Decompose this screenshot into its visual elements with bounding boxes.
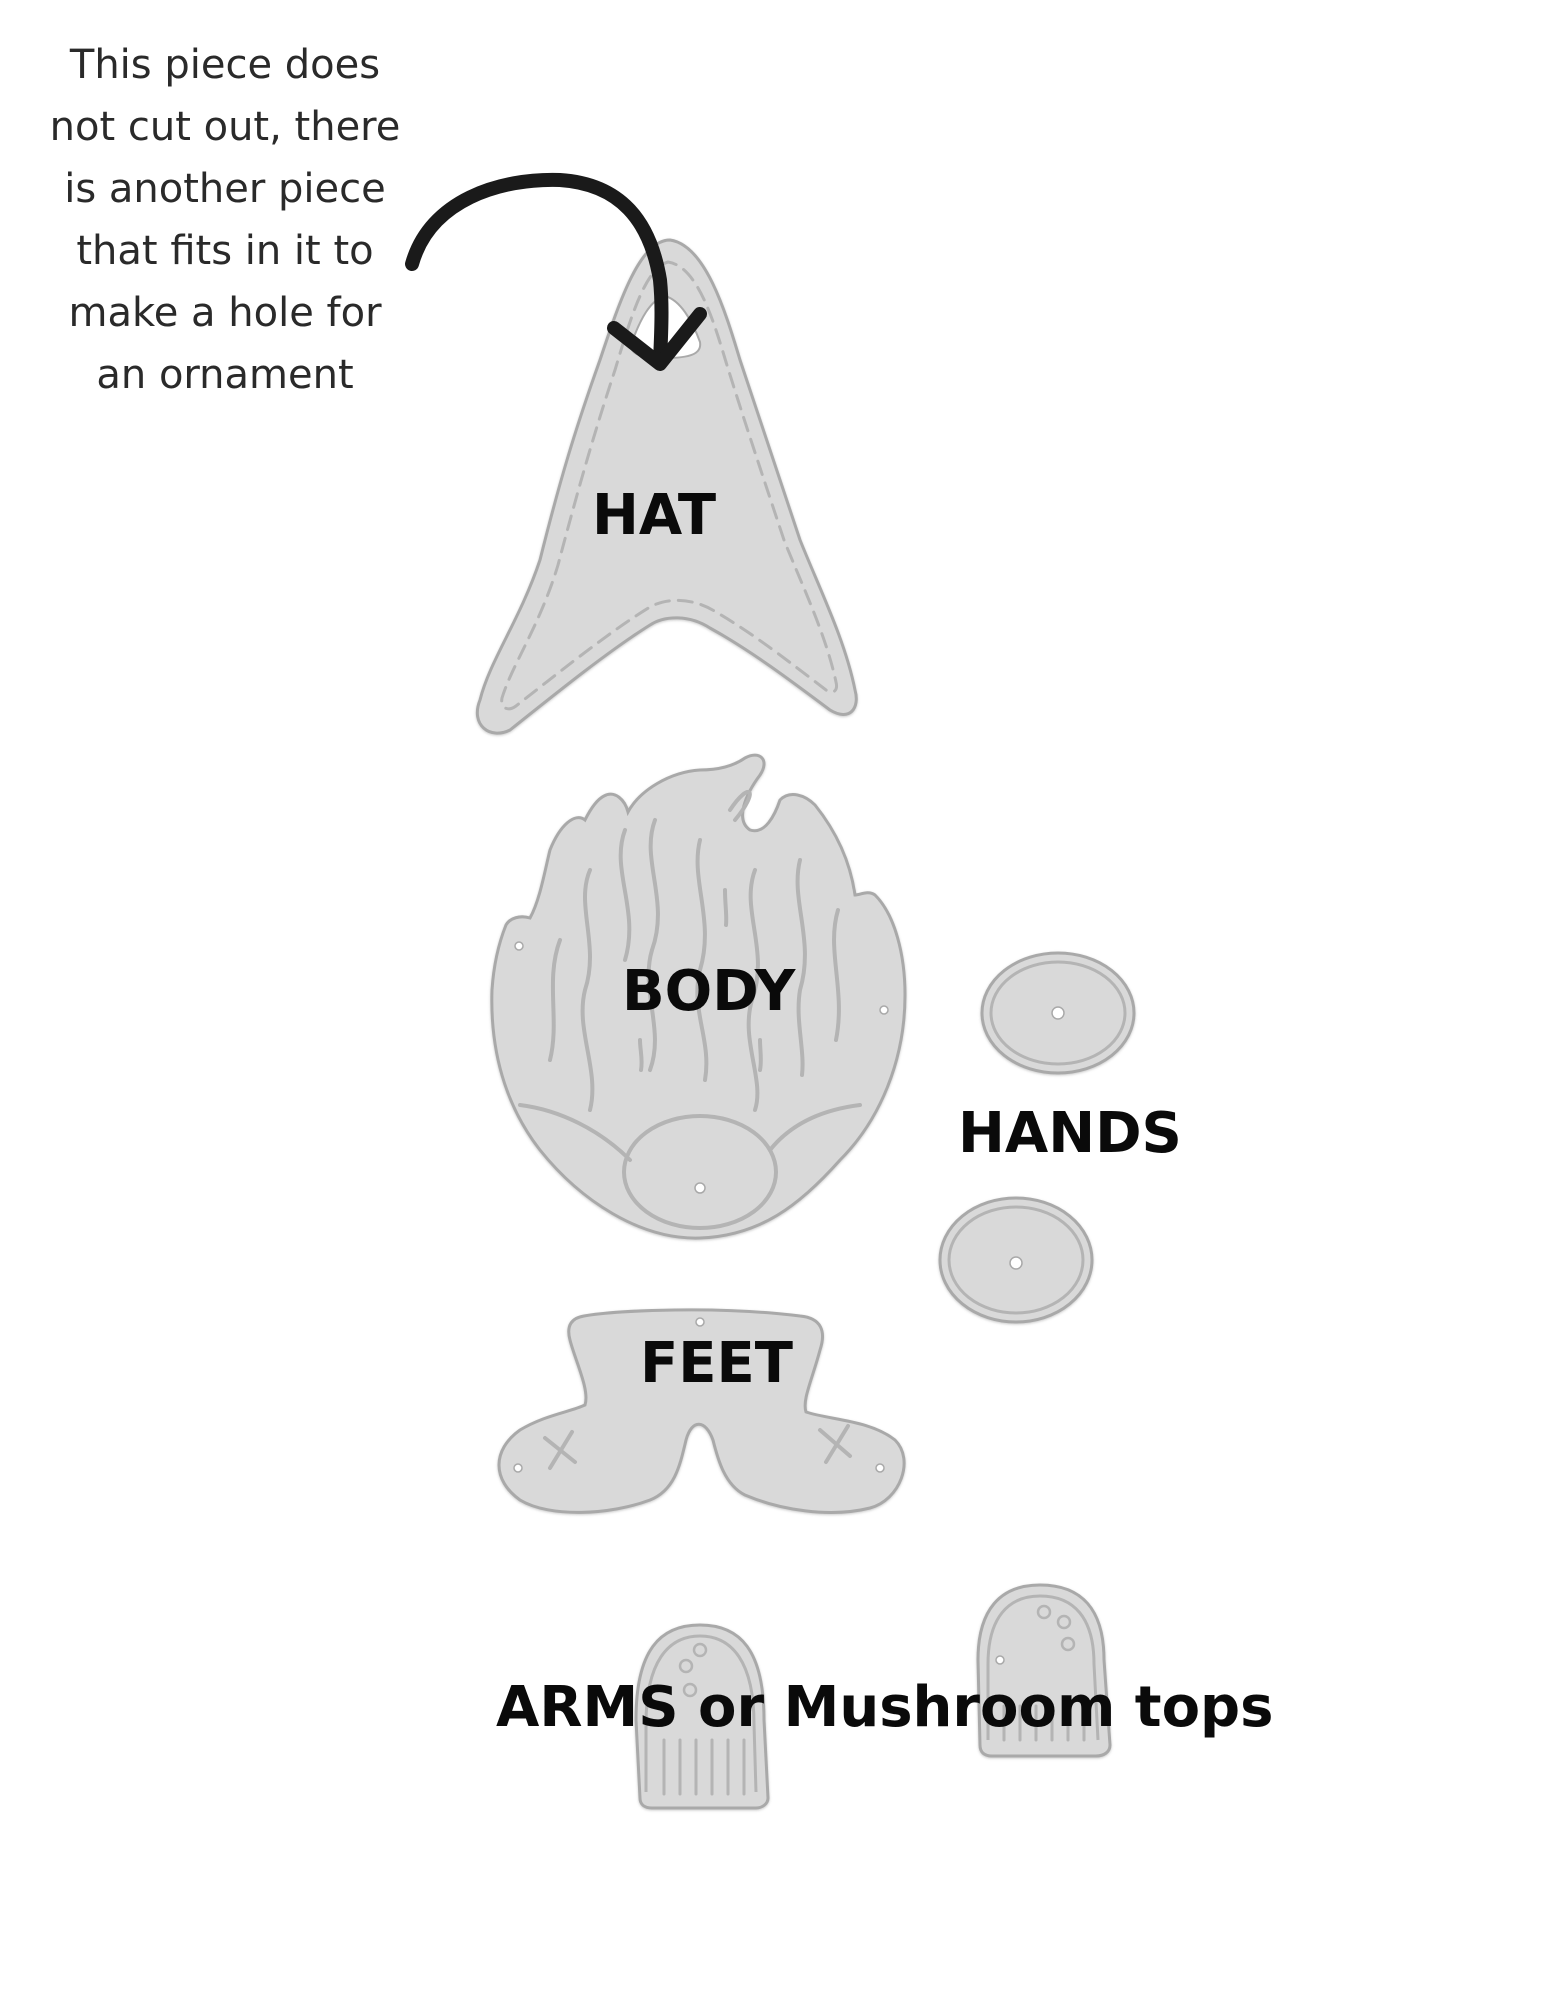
x-stitch-left — [543, 1430, 577, 1470]
body-hole-right — [879, 1005, 889, 1015]
x-stitch-right — [818, 1424, 852, 1464]
hat-outline — [475, 238, 858, 735]
note-line-3: is another piece — [64, 166, 386, 212]
note-line-1: This piece does — [69, 42, 381, 88]
note-line-5: make a hole for — [68, 290, 382, 336]
note-line-6: an ornament — [96, 352, 354, 398]
curved-arrow-icon — [405, 172, 707, 371]
note-line-4: that fits in it to — [76, 228, 374, 274]
beard-swirl-lines — [518, 789, 862, 1162]
nose-circle — [622, 1114, 778, 1230]
feet-outline — [497, 1308, 906, 1514]
note-line-2: not cut out, there — [49, 104, 401, 150]
hand-piece-top — [980, 951, 1136, 1075]
hand-piece-bottom — [938, 1196, 1094, 1324]
arms-label: ARMS or Mushroom tops — [496, 1675, 1274, 1740]
feet-label: FEET — [640, 1331, 793, 1396]
hands-label: HANDS — [958, 1101, 1182, 1166]
arm-piece-right — [976, 1583, 1112, 1758]
hat-label: HAT — [592, 483, 717, 548]
annotation-note: This piece does not cut out, there is an… — [20, 34, 430, 406]
hat-stitch-line — [500, 260, 838, 711]
body-hole-left — [514, 941, 524, 951]
feet-piece — [497, 1308, 906, 1514]
arm-piece-left — [634, 1623, 770, 1810]
body-hole-nose — [694, 1182, 706, 1194]
body-label: BODY — [622, 959, 796, 1024]
body-piece — [490, 753, 907, 1240]
